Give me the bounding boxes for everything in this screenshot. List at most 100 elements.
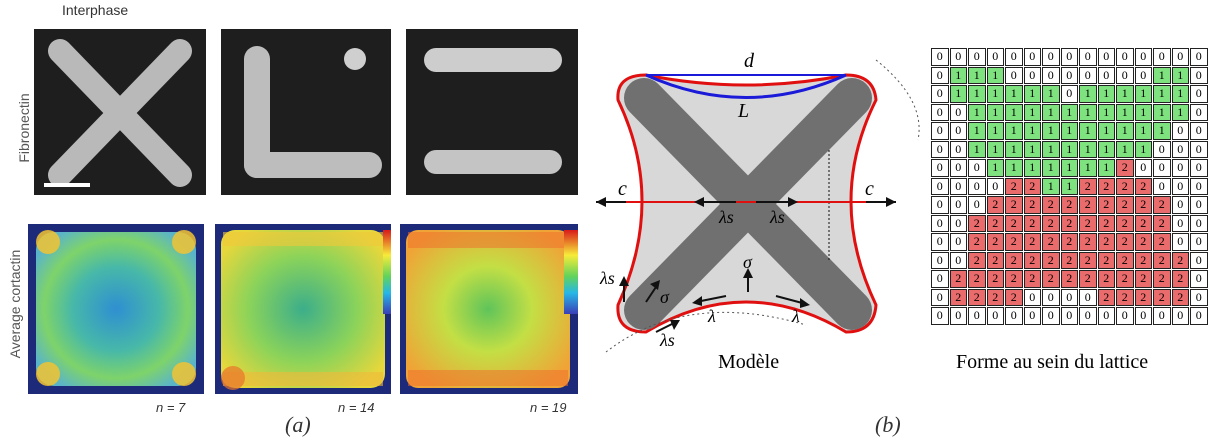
- lattice-cell: 0: [931, 177, 949, 195]
- lattice-cell: 0: [1134, 307, 1152, 325]
- lattice-cell: 1: [1060, 103, 1078, 121]
- lattice-cell: 0: [931, 233, 949, 251]
- lattice-cell: 2: [1060, 251, 1078, 269]
- lattice-cell: 2: [1097, 177, 1115, 195]
- lattice-cell: 0: [949, 177, 967, 195]
- lattice-cell: 0: [986, 307, 1004, 325]
- lattice-cell: 0: [1153, 307, 1171, 325]
- lattice-cell: 0: [1005, 307, 1023, 325]
- lattice-cell: 2: [1153, 288, 1171, 306]
- lattice-cell: 0: [1134, 66, 1152, 84]
- lattice-cell: 2: [1171, 270, 1189, 288]
- lattice-cell: 0: [1097, 66, 1115, 84]
- lattice-cell: 2: [1023, 177, 1041, 195]
- lattice-cell: 1: [1097, 122, 1115, 140]
- lattice-cell: 0: [949, 251, 967, 269]
- lattice-cell: 0: [931, 159, 949, 177]
- lattice-cell: 1: [1023, 85, 1041, 103]
- lattice-cell: 0: [1097, 307, 1115, 325]
- lattice-cell: 0: [931, 140, 949, 158]
- lattice-cell: 2: [1134, 177, 1152, 195]
- lattice-cell: 2: [1153, 251, 1171, 269]
- lattice-cell: 2: [1079, 270, 1097, 288]
- lattice-cell: 0: [949, 122, 967, 140]
- lattice-cell: 1: [1060, 159, 1078, 177]
- lattice-cell: 0: [1190, 251, 1208, 269]
- lattice-cell: 2: [968, 251, 986, 269]
- lattice-cell: 1: [1134, 85, 1152, 103]
- lattice-cell: 2: [1042, 233, 1060, 251]
- lattice-cell: 0: [1153, 140, 1171, 158]
- lattice-cell: 1: [1005, 85, 1023, 103]
- lattice-cell: 2: [986, 251, 1004, 269]
- model-diagram: [596, 59, 920, 353]
- lattice-caption: Forme au sein du lattice: [956, 351, 1149, 373]
- fibronectin-l-pattern: [221, 29, 391, 195]
- lattice-cell: 0: [1171, 177, 1189, 195]
- lattice-cell: 1: [1042, 177, 1060, 195]
- lattice-cell: 0: [1190, 140, 1208, 158]
- lattice-cell: 2: [986, 270, 1004, 288]
- lattice-cell: 2: [1116, 159, 1134, 177]
- lattice-cell: 2: [1134, 233, 1152, 251]
- label-lambda-s-3: λs: [600, 268, 615, 288]
- lattice-cell: 2: [1079, 196, 1097, 214]
- lattice-cell: 1: [1042, 122, 1060, 140]
- lattice-cell: 1: [986, 159, 1004, 177]
- lattice-cell: 2: [1079, 251, 1097, 269]
- lattice-cell: 0: [931, 251, 949, 269]
- lattice-cell: 0: [1190, 270, 1208, 288]
- lattice-cell: 2: [1153, 233, 1171, 251]
- lattice-cell: 1: [1097, 140, 1115, 158]
- lattice-cell: 0: [931, 307, 949, 325]
- lattice-cell: 0: [1042, 48, 1060, 66]
- l-shape: [244, 46, 382, 178]
- lattice-cell: 0: [1079, 307, 1097, 325]
- lattice-cell: 1: [1097, 159, 1115, 177]
- lattice-cell: 1: [1134, 103, 1152, 121]
- lattice-cell: 0: [949, 103, 967, 121]
- lattice-cell: 0: [1171, 233, 1189, 251]
- lattice-cell: 2: [1097, 214, 1115, 232]
- lattice-cell: 2: [1042, 270, 1060, 288]
- label-L: L: [738, 100, 750, 122]
- lattice-cell: 0: [1060, 85, 1078, 103]
- lattice-cell: 2: [1042, 196, 1060, 214]
- lattice-cell: 1: [1153, 66, 1171, 84]
- cortactin-heatmap-x: [28, 224, 204, 394]
- lattice-cell: 2: [1097, 288, 1115, 306]
- label-lambda-2: λ: [792, 306, 800, 326]
- lattice-cell: 2: [949, 288, 967, 306]
- lattice-cell: 1: [1060, 122, 1078, 140]
- lattice-cell: 2: [1005, 288, 1023, 306]
- label-lambda-s-1: λs: [719, 207, 734, 227]
- lattice-cell: 1: [1171, 85, 1189, 103]
- lattice-cell: 2: [1097, 270, 1115, 288]
- lattice-cell: 2: [1023, 196, 1041, 214]
- lattice-cell: 2: [986, 196, 1004, 214]
- lattice-cell: 1: [949, 85, 967, 103]
- lattice-cell: 1: [1079, 122, 1097, 140]
- lattice-cell: 0: [1171, 48, 1189, 66]
- lattice-cell: 0: [1005, 66, 1023, 84]
- caption-a: (a): [285, 412, 311, 437]
- lattice-cell: 0: [1023, 48, 1041, 66]
- lattice-cell: 2: [1042, 251, 1060, 269]
- lattice-cell: 0: [986, 177, 1004, 195]
- lattice-cell: 1: [1042, 103, 1060, 121]
- lattice-cell: 2: [968, 270, 986, 288]
- fibronectin-label: Fibronectin: [16, 93, 32, 163]
- lattice-cell: 0: [1023, 307, 1041, 325]
- lattice-cell: 0: [1190, 288, 1208, 306]
- lattice-cell: 1: [1060, 140, 1078, 158]
- lattice-cell: 0: [931, 270, 949, 288]
- lattice-cell: 2: [1171, 251, 1189, 269]
- lattice-cell: 1: [1097, 103, 1115, 121]
- lattice-cell: 0: [949, 140, 967, 158]
- lattice-cell: 0: [1171, 307, 1189, 325]
- lattice-cell: 0: [1190, 233, 1208, 251]
- lattice-cell: 2: [1005, 270, 1023, 288]
- lattice-cell: 0: [1153, 159, 1171, 177]
- lattice-cell: 0: [1190, 85, 1208, 103]
